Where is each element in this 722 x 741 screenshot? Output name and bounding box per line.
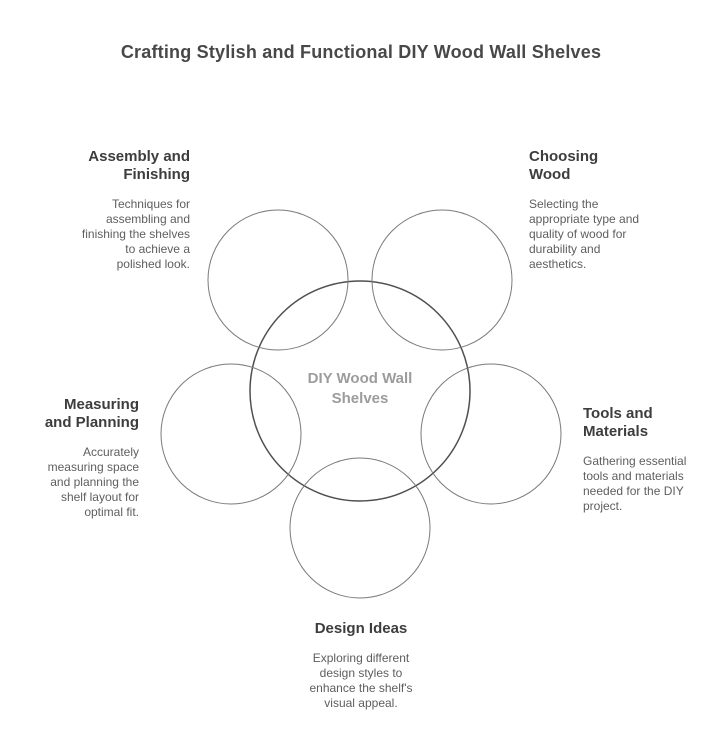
diagram-center-label: DIY Wood Wall Shelves <box>307 370 413 407</box>
section-body-measuring-planning: Accurately measuring space and planning … <box>47 445 139 519</box>
section-heading-tools-materials: Tools and Materials <box>583 405 653 440</box>
section-choosing-wood: Choosing Wood Selecting the appropriate … <box>529 148 679 272</box>
circle-design-ideas <box>289 457 431 599</box>
circle-choosing-wood <box>371 209 513 351</box>
section-heading-assembly-finishing: Assembly and Finishing <box>88 148 190 183</box>
circle-assembly-finishing <box>207 209 349 351</box>
center-circle-diy-wood-wall-shelves <box>249 280 471 502</box>
section-tools-materials: Tools and Materials Gathering essential … <box>583 405 703 514</box>
section-body-tools-materials: Gathering essential tools and materials … <box>583 454 687 513</box>
section-design-ideas: Design Ideas Exploring different design … <box>250 620 472 711</box>
section-body-assembly-finishing: Techniques for assembling and finishing … <box>81 197 190 271</box>
section-assembly-finishing: Assembly and Finishing Techniques for as… <box>40 148 190 272</box>
section-heading-design-ideas: Design Ideas <box>314 620 408 637</box>
section-body-choosing-wood: Selecting the appropriate type and quali… <box>529 197 640 271</box>
section-body-design-ideas: Exploring different design styles to enh… <box>309 651 413 710</box>
section-measuring-planning: Measuring and Planning Accurately measur… <box>24 396 139 520</box>
section-heading-choosing-wood: Choosing Wood <box>529 148 599 183</box>
circle-tools-materials <box>420 363 562 505</box>
circle-measuring-planning <box>160 363 302 505</box>
page-title: Crafting Stylish and Functional DIY Wood… <box>120 42 602 62</box>
section-heading-measuring-planning: Measuring and Planning <box>44 396 139 431</box>
